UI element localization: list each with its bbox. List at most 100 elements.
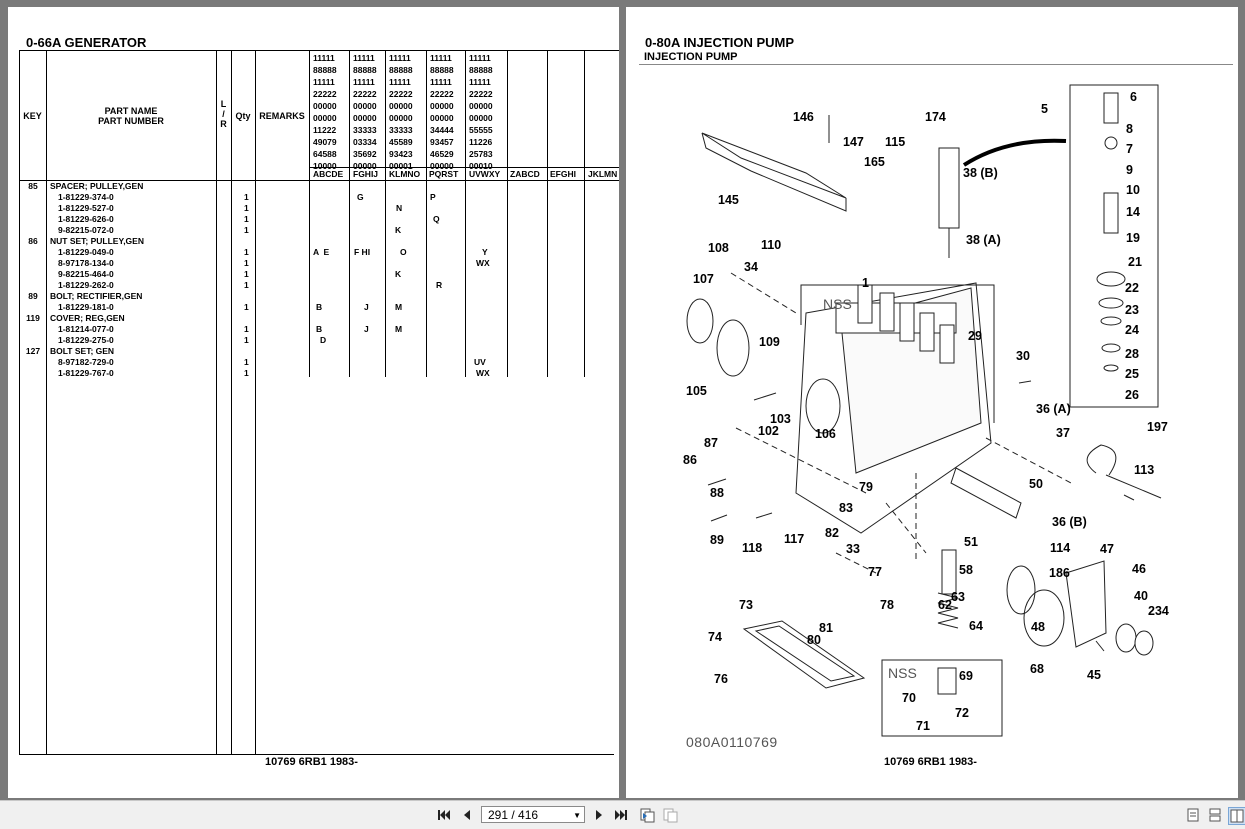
go-forward-icon — [663, 808, 678, 823]
callout-label: 73 — [739, 598, 753, 612]
table-group-row: 86 NUT SET; PULLEY,GEN — [8, 236, 619, 247]
header-qty: Qty — [235, 111, 251, 121]
callout-label: 197 — [1147, 420, 1168, 434]
cell-name: BOLT SET; GEN — [50, 346, 115, 356]
single-page-view-button[interactable] — [1185, 807, 1201, 823]
cell-qty: 1 — [244, 269, 249, 279]
callout-label: 113 — [1134, 463, 1154, 477]
code-digits-1: 11111 88888 11111 22222 00000 00000 1122… — [313, 53, 337, 171]
callout-label: 78 — [880, 598, 894, 612]
cell-name: 1-81214-077-0 — [58, 324, 114, 334]
cell-name: 1-81229-262-0 — [58, 280, 114, 290]
go-forward-button[interactable] — [662, 807, 678, 823]
cell-qty: 1 — [244, 302, 249, 312]
callout-label: 25 — [1125, 367, 1139, 381]
callout-label: 33 — [846, 542, 860, 556]
callout-label: 110 — [761, 238, 781, 252]
go-back-button[interactable] — [639, 807, 655, 823]
page-title: 0-66A GENERATOR — [26, 35, 147, 50]
callout-label: 108 — [708, 241, 729, 255]
cell-c3: O — [400, 247, 407, 257]
facing-view-button[interactable] — [1228, 807, 1245, 825]
cell-c5: WX — [476, 368, 490, 378]
callout-label: 105 — [686, 384, 707, 398]
callout-label: 1 — [862, 276, 869, 290]
code-digits-5: 11111 88888 11111 22222 00000 00000 5555… — [469, 53, 493, 171]
cell-name: NUT SET; PULLEY,GEN — [50, 236, 144, 246]
next-page-icon — [596, 810, 602, 820]
callout-label: 79 — [859, 480, 873, 494]
callout-label: 36 (B) — [1052, 515, 1087, 529]
callout-label: 50 — [1029, 477, 1043, 491]
cell-name: 9-82215-072-0 — [58, 225, 114, 235]
cell-c1: B — [316, 302, 323, 312]
dropdown-arrow-icon: ▼ — [573, 811, 581, 820]
cell-c5: Y — [482, 247, 488, 257]
callout-label: 37 — [1056, 426, 1070, 440]
callout-label: 30 — [1016, 349, 1030, 363]
cell-qty: 1 — [244, 247, 249, 257]
callout-label: 23 — [1125, 303, 1139, 317]
callout-label: 22 — [1125, 281, 1139, 295]
callout-label: 114 — [1050, 541, 1070, 555]
page-number-select[interactable]: 291 / 416 ▼ — [481, 806, 585, 823]
code-label-2: FGHIJ — [353, 169, 379, 179]
continuous-view-button[interactable] — [1207, 807, 1223, 823]
last-page-button[interactable] — [613, 807, 629, 823]
first-page-icon — [438, 810, 450, 820]
code-label-8: JKLMN — [588, 169, 618, 179]
cell-name: SPACER; PULLEY,GEN — [50, 181, 144, 191]
header-remarks: REMARKS — [259, 111, 305, 121]
callout-label: 63 — [951, 590, 965, 604]
callout-label: 8 — [1126, 122, 1133, 136]
table-group-row: 127 BOLT SET; GEN — [8, 346, 619, 357]
viewer-toolbar: 291 / 416 ▼ — [0, 800, 1245, 829]
cell-c3: K — [395, 269, 402, 279]
cell-key: 119 — [26, 313, 40, 323]
cell-c2: J — [364, 324, 369, 334]
callout-label: 87 — [704, 436, 718, 450]
cell-qty: 1 — [244, 280, 249, 290]
cell-name: 1-81229-527-0 — [58, 203, 114, 213]
callout-label: 51 — [964, 535, 978, 549]
code-label-3: KLMNO — [389, 169, 421, 179]
callout-label: 145 — [718, 193, 739, 207]
cell-c1: D — [320, 335, 327, 345]
prev-page-icon — [464, 810, 470, 820]
cell-c2: J — [364, 302, 369, 312]
callout-label: 24 — [1125, 323, 1139, 337]
callout-label: 115 — [885, 135, 905, 149]
cell-c5: WX — [476, 258, 490, 268]
callout-label: 45 — [1087, 668, 1101, 682]
cell-key: 86 — [28, 236, 38, 246]
diagram-title: 0-80A INJECTION PUMP — [645, 35, 795, 50]
cell-key: 127 — [25, 346, 41, 356]
cell-qty: 1 — [244, 324, 249, 334]
cell-c1: B — [316, 324, 323, 334]
callout-label: 64 — [969, 619, 983, 633]
prev-page-button[interactable] — [459, 807, 475, 823]
callout-label: 6 — [1130, 90, 1137, 104]
callout-label: 102 — [758, 424, 779, 438]
callout-label: 109 — [759, 335, 780, 349]
callout-label: 77 — [868, 565, 882, 579]
page-indicator: 291 / 416 — [488, 808, 539, 822]
cell-name: BOLT; RECTIFIER,GEN — [50, 291, 143, 301]
cell-name: 9-82215-464-0 — [58, 269, 114, 279]
first-page-button[interactable] — [436, 807, 452, 823]
cell-c3: N — [396, 203, 403, 213]
cell-name: 1-81229-767-0 — [58, 368, 114, 378]
code-label-6: ZABCD — [510, 169, 540, 179]
callout-label: 29 — [968, 329, 982, 343]
cell-name: 8-97178-134-0 — [58, 258, 114, 268]
next-page-button[interactable] — [591, 807, 607, 823]
callout-label: 47 — [1100, 542, 1114, 556]
cell-c4: R — [436, 280, 443, 290]
